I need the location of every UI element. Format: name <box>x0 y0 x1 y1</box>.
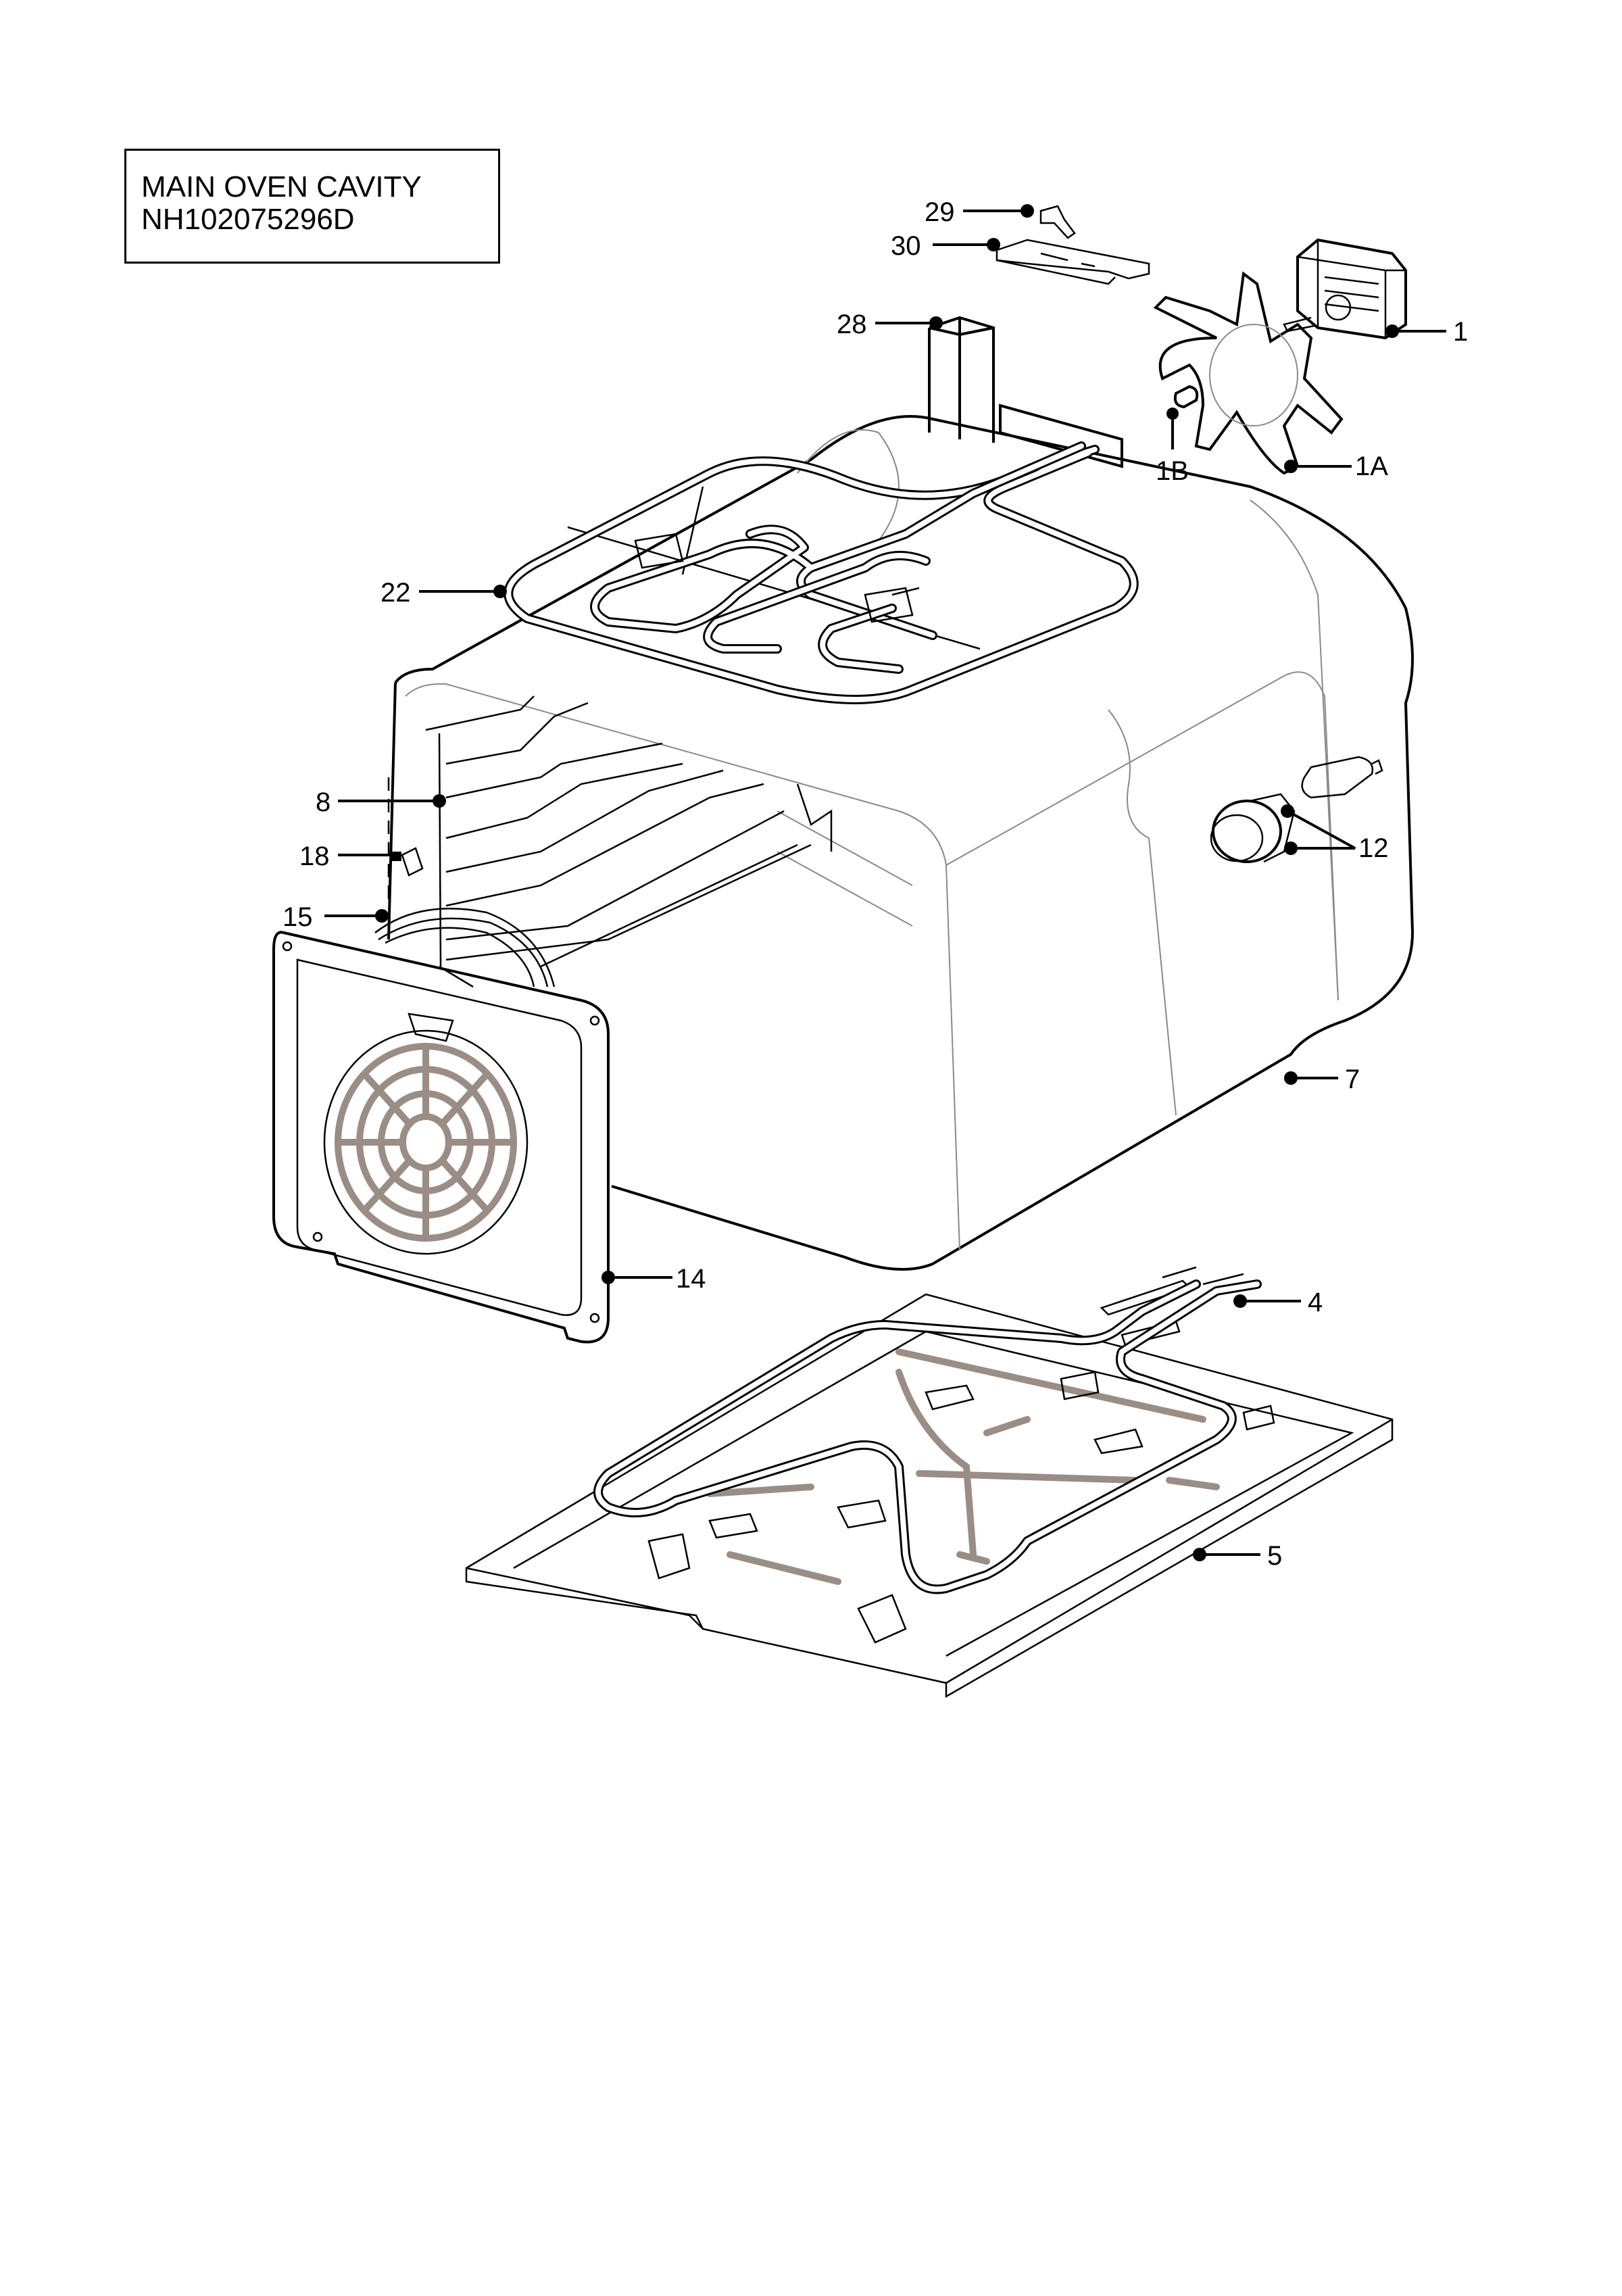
diagram-title: MAIN OVEN CAVITY <box>141 170 422 203</box>
callout-label-4: 4 <box>1308 1288 1323 1317</box>
callout-p4: 4 <box>1233 1288 1323 1317</box>
callout-label-1b: 1B <box>1156 456 1189 486</box>
callout-label-7: 7 <box>1345 1065 1360 1094</box>
callout-label-14: 14 <box>676 1264 706 1294</box>
grill-mounting-bracket <box>999 404 1123 468</box>
callout-label-28: 28 <box>837 310 867 339</box>
clip <box>392 847 424 877</box>
mounting-plate <box>996 239 1150 285</box>
callout-label-22: 22 <box>380 578 411 608</box>
fan-motor <box>1283 238 1407 340</box>
callout-p1b: 1B <box>1156 408 1189 486</box>
fan-blade <box>1153 271 1344 475</box>
callout-p8: 8 <box>316 787 446 817</box>
callout-p15: 15 <box>282 902 389 932</box>
callout-label-1: 1 <box>1453 317 1468 347</box>
bottom-plate <box>465 1293 1394 1699</box>
callout-p7: 7 <box>1284 1065 1360 1094</box>
grill-element <box>503 441 1139 704</box>
callout-p18: 18 <box>299 841 392 871</box>
callout-label-1a: 1A <box>1355 451 1388 481</box>
shelf-support <box>425 695 833 968</box>
callout-p1: 1 <box>1385 317 1468 347</box>
duct <box>928 316 995 443</box>
callout-p30: 30 <box>891 231 1000 261</box>
callout-p12: 12 <box>1281 804 1389 863</box>
callout-label-15: 15 <box>282 902 313 932</box>
callout-label-29: 29 <box>925 197 955 227</box>
callout-label-12: 12 <box>1358 833 1389 863</box>
fan-grille <box>335 1043 517 1242</box>
callout-p1a: 1A <box>1284 451 1388 481</box>
bracket <box>1039 205 1076 239</box>
diagram-model-number: NH102075296D <box>141 203 355 236</box>
callout-label-18: 18 <box>299 841 330 871</box>
lower-heating-element <box>593 1266 1262 1594</box>
callout-label-5: 5 <box>1267 1541 1282 1571</box>
oven-cavity <box>387 415 1415 1271</box>
fan-cover <box>272 931 610 1344</box>
callout-label-8: 8 <box>316 787 330 817</box>
callout-label-30: 30 <box>891 231 921 261</box>
diagram-title-box: MAIN OVEN CAVITY NH102075296D <box>124 149 500 264</box>
callout-p29: 29 <box>925 197 1034 227</box>
callout-p28: 28 <box>837 310 943 339</box>
callout-p5: 5 <box>1193 1541 1282 1571</box>
fan-nut <box>1173 385 1199 409</box>
callout-p22: 22 <box>380 578 507 608</box>
callout-p14: 14 <box>601 1264 706 1294</box>
